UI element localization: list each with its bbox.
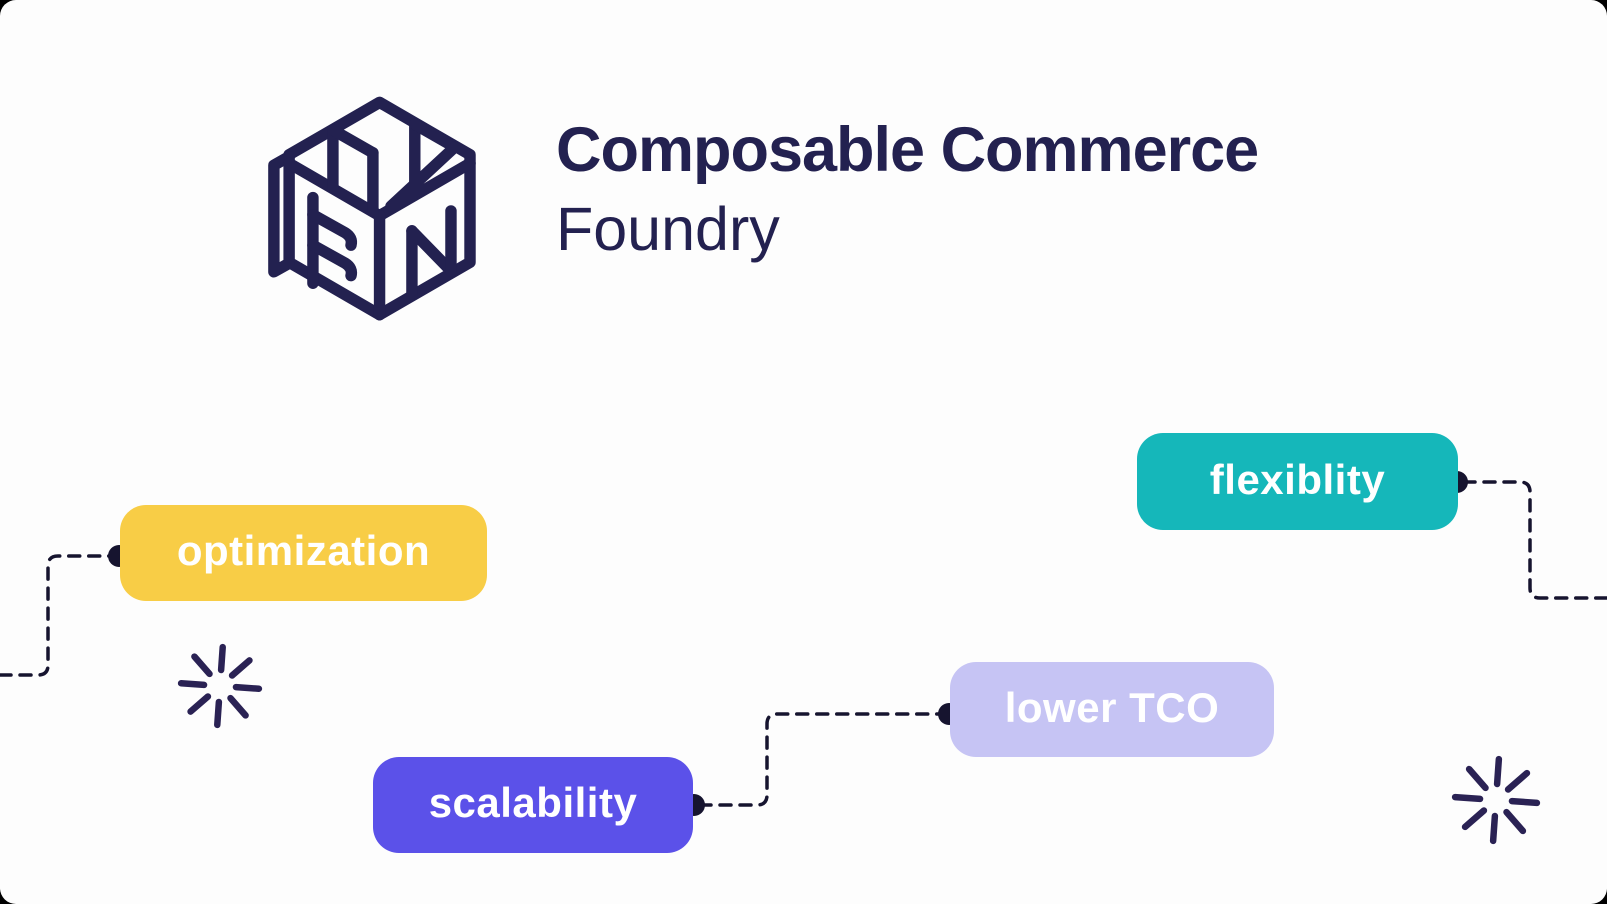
connector-line-scalability-lower-tco [698, 712, 943, 807]
badge-lower-tco: lower TCO [950, 662, 1274, 757]
foundry-cube-logo [268, 96, 476, 321]
badge-scalability: scalability [373, 757, 693, 853]
badge-optimization: optimization [120, 505, 487, 601]
starburst-icon [177, 643, 263, 729]
page-title: Composable Commerce [556, 115, 1259, 185]
badge-label: optimization [176, 527, 431, 574]
badge-label: flexiblity [1209, 455, 1386, 503]
badge-label: lower TCO [1004, 683, 1220, 731]
header: Composable Commerce Foundry [556, 115, 1259, 264]
connector-line-optimization [0, 554, 114, 677]
connector-line-flexiblity [1462, 480, 1607, 600]
starburst-icon [1451, 755, 1541, 845]
badge-flexiblity: flexiblity [1137, 433, 1458, 530]
badge-label: scalability [428, 779, 638, 826]
page-subtitle: Foundry [556, 195, 780, 264]
